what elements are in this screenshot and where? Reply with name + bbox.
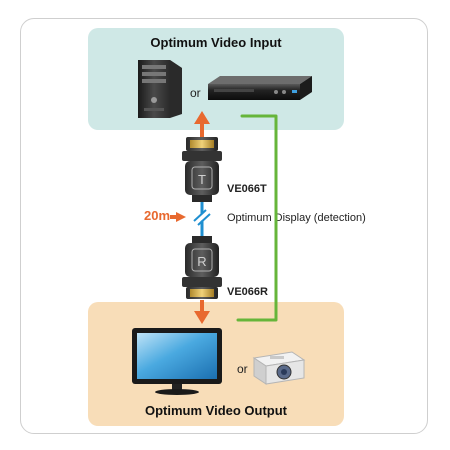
projector-icon [252, 351, 306, 385]
arrow-right-icon [170, 212, 186, 222]
receiver-model-label: VE066R [227, 286, 268, 298]
distance-label: 20m [144, 208, 171, 223]
pc-tower-icon [138, 60, 182, 118]
cable-break-icon [193, 202, 211, 236]
dvd-player-icon [208, 76, 312, 100]
arrow-up-icon [194, 111, 210, 138]
arrow-down-icon [194, 300, 210, 324]
input-or-label: or [190, 86, 201, 100]
detection-line [236, 114, 278, 322]
receiver-connector-icon: R [182, 236, 222, 299]
transmitter-model-label: VE066T [227, 183, 267, 195]
receiver-badge-text: R [197, 254, 206, 269]
monitor-icon [132, 328, 222, 395]
detection-label: Optimum Display (detection) [227, 212, 366, 224]
transmitter-connector-icon: T [182, 137, 222, 202]
output-or-label: or [237, 362, 248, 376]
input-panel-title: Optimum Video Input [150, 35, 282, 50]
transmitter-badge-text: T [198, 172, 206, 187]
output-panel-title: Optimum Video Output [144, 403, 288, 418]
